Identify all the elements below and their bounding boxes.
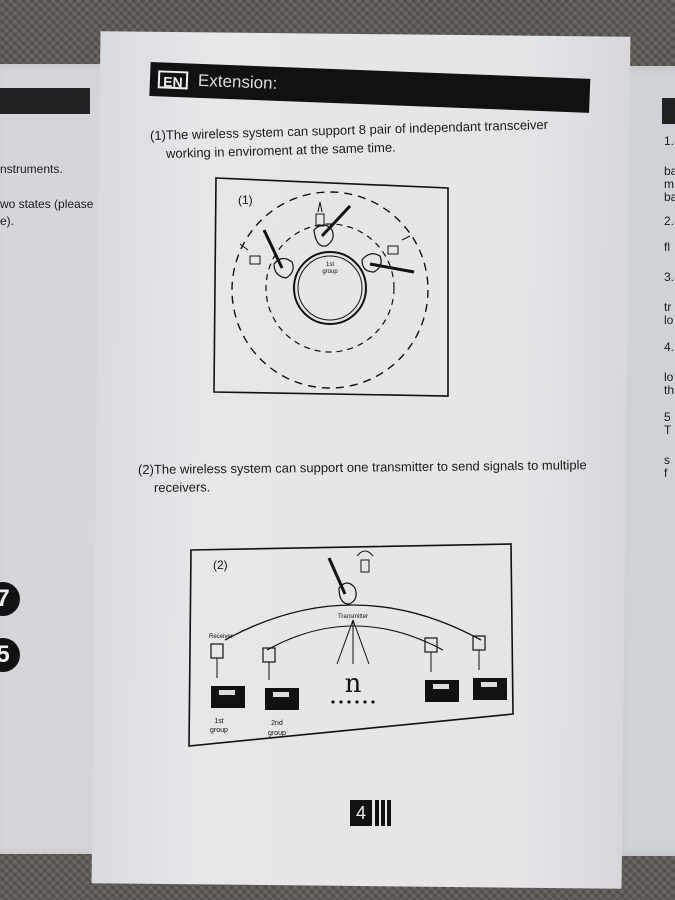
group-ring-inner xyxy=(297,255,363,321)
right-text-1: 1. xyxy=(664,134,675,148)
right-text-14: T xyxy=(664,423,672,437)
transmitter-guitar xyxy=(327,550,374,605)
receiver-unit-2 xyxy=(262,647,299,710)
header-title: Extension: xyxy=(197,70,278,93)
right-header-bar xyxy=(662,98,675,124)
right-text-13: 5 xyxy=(664,410,671,424)
right-text-15: s xyxy=(664,453,670,467)
left-text-line-1: nstruments. xyxy=(0,162,63,176)
group2-label-bottom: group xyxy=(268,730,286,737)
figure-1-diagram: (1) 1st group xyxy=(213,177,449,397)
signal-ray-left xyxy=(336,619,354,665)
right-text-9: lo xyxy=(664,313,674,327)
group1-label-top: 1st xyxy=(214,718,223,725)
signal-arc-2 xyxy=(266,625,444,651)
right-text-4: ba xyxy=(664,190,675,204)
figure-2-diagram: (2) Transmitter Receiver n xyxy=(188,543,514,747)
n-receivers-label: n xyxy=(345,669,362,699)
left-circle-badge-5: 5 xyxy=(0,638,20,672)
group1-label-bottom: group xyxy=(210,727,228,734)
page-number-value: 4 xyxy=(350,800,372,826)
group-label-1st: 1st xyxy=(326,262,334,268)
guitar-player-right xyxy=(361,235,415,274)
right-text-3: m xyxy=(664,177,674,191)
right-text-8: tr xyxy=(664,300,672,314)
figure-2-frame xyxy=(188,543,514,747)
guitar-player-left xyxy=(239,229,294,279)
right-text-11: lo xyxy=(664,370,674,384)
left-circle-badge-7: 7 xyxy=(0,582,20,616)
inner-range-circle xyxy=(265,223,395,353)
group2-label-top: 2nd xyxy=(271,720,283,727)
right-text-7: 3. xyxy=(664,270,675,284)
left-header-bar xyxy=(0,88,90,114)
right-text-10: 4. xyxy=(664,340,675,354)
section2-text-line2: receivers. xyxy=(153,479,211,495)
signal-ray-right xyxy=(352,619,370,665)
left-text-line-2: wo states (please xyxy=(0,197,94,211)
signal-arc-1 xyxy=(224,604,482,641)
guitar-player-top xyxy=(313,201,352,247)
en-language-badge: EN xyxy=(157,70,189,90)
right-text-12: th xyxy=(664,383,675,397)
receiver-unit-4 xyxy=(472,635,507,700)
ellipsis-dots xyxy=(331,700,375,704)
right-text-16: f xyxy=(664,466,668,480)
right-text-5: 2. xyxy=(664,214,675,228)
left-text-line-3: e). xyxy=(0,214,15,228)
transmitter-label: Transmitter xyxy=(338,614,368,620)
group-ring xyxy=(293,251,367,325)
right-text-2: ba xyxy=(664,164,675,178)
receiver-unit-3 xyxy=(424,637,459,702)
figure-1-label: (1) xyxy=(238,193,253,207)
receiver-label: Receiver xyxy=(209,634,233,640)
figure-1-frame xyxy=(213,177,449,397)
outer-range-circle xyxy=(231,191,429,389)
receiver-unit-1 xyxy=(210,643,245,708)
page-number: 4 xyxy=(350,800,391,826)
page-number-bars xyxy=(375,800,391,826)
group-label-group: group xyxy=(322,269,338,275)
right-text-6: fl xyxy=(664,240,670,254)
figure-2-label: (2) xyxy=(213,558,228,572)
